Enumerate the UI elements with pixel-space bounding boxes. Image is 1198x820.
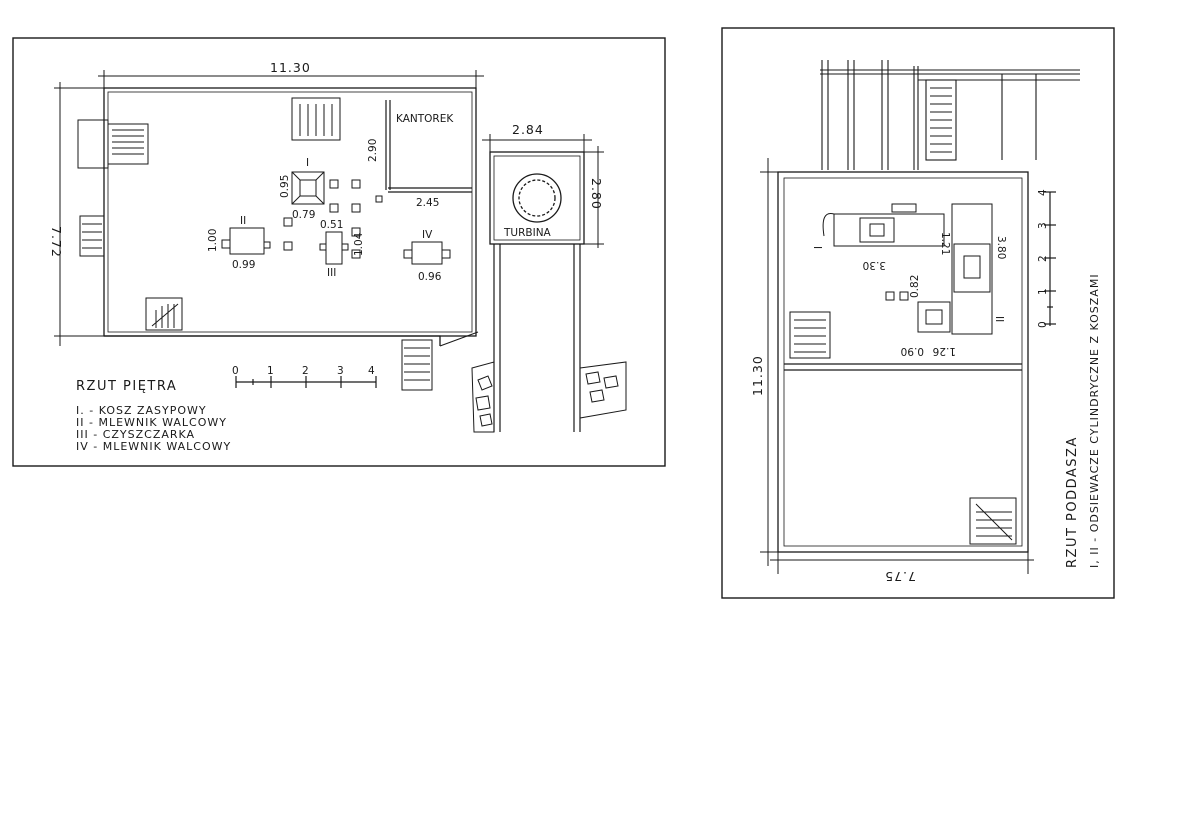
turbine-depth-label: 2.80 [589, 178, 604, 210]
overall-depth-label: 7.72 [49, 226, 64, 258]
attic-stairwell-upper [789, 311, 831, 359]
machine-ii-dim-a: 1.00 [207, 229, 219, 252]
machine-iii-numeral: III [327, 267, 336, 279]
sifter-ii-dim-d: 0.82 [909, 275, 921, 298]
office-label: KANTOREK [396, 113, 454, 125]
machine-iv-numeral: IV [422, 229, 433, 241]
legend-item-1: I. - KOSZ ZASYPOWY [76, 404, 207, 417]
legend-item-2: II - MLEWNIK WALCOWY [76, 416, 227, 429]
machine-i-dim-a: 0.95 [279, 175, 291, 198]
legend-item-4: IV - MLEWNIK WALCOWY [76, 440, 231, 453]
scale-bar-right [1044, 191, 1056, 326]
attic-stairwell-lower [969, 497, 1017, 545]
machine-i-numeral: I [306, 157, 309, 169]
sifter-i [822, 203, 945, 247]
width-dimension [98, 70, 484, 88]
scale-tick-3: 3 [337, 365, 344, 377]
legend-item-3: III - CZYSZCZARKA [76, 428, 195, 441]
turbine-house [482, 134, 604, 248]
sheet-border-left [12, 37, 666, 467]
first-floor-plan: 11.30 7.72 [12, 37, 666, 467]
lower-stairwell [145, 297, 183, 331]
sifter-i-numeral: I [811, 246, 823, 249]
machine-ii-dim-b: 0.99 [232, 259, 255, 271]
sifter-ii-numeral: II [993, 316, 1005, 322]
scale-tick-1: 1 [267, 365, 274, 377]
attic-width-label: 7.75 [884, 569, 916, 584]
stone-masonry [471, 361, 627, 433]
depth-dimension [54, 82, 104, 346]
machine-iii-dim-b: 1.04 [353, 232, 365, 256]
attic-scale-tick-2: 2 [1037, 255, 1049, 262]
machine-iv [403, 241, 451, 265]
attic-scale-tick-0: 0 [1037, 321, 1049, 328]
sifter-i-dim-b: 1.21 [939, 232, 951, 255]
attic-scale-tick-3: 3 [1037, 222, 1049, 229]
machine-ii-numeral: II [240, 215, 246, 227]
sheet-border-right [721, 27, 1115, 599]
turbine-width-label: 2.84 [512, 122, 544, 137]
water-channel [493, 244, 581, 432]
office-width-label: 2.45 [416, 197, 439, 209]
machine-i [291, 171, 325, 205]
scale-tick-2: 2 [302, 365, 309, 377]
roof-framing [820, 60, 1080, 170]
entrance-stairs [77, 119, 149, 257]
outside-stairs [401, 331, 479, 391]
machine-i-dim-b: 0.79 [292, 209, 315, 221]
attic-plan-subtitle: I, II - ODSIEWACZE CYLINDRYCZNE Z KOSZAM… [1088, 273, 1101, 568]
attic-length-label: 11.30 [750, 355, 765, 396]
sifter-ii [885, 203, 993, 335]
floor-plan-title: RZUT PIĘTRA [76, 379, 177, 394]
machine-iii-dim-a: 0.51 [320, 219, 343, 231]
upper-stairwell [291, 97, 341, 141]
scale-tick-4: 4 [368, 365, 375, 377]
scale-tick-0: 0 [232, 365, 239, 377]
attic-plan-title: RZUT PODDASZA [1065, 436, 1080, 568]
attic-plan: 11.30 7.75 I 3.30 [721, 27, 1115, 599]
attic-scale-tick-4: 4 [1037, 189, 1049, 196]
attic-scale-tick-1: 1 [1037, 288, 1049, 295]
scale-bar-left [235, 376, 377, 388]
machine-ii [221, 227, 271, 255]
sifter-ii-dim-a: 3.80 [995, 236, 1007, 259]
office-partition [385, 100, 472, 193]
width-dimension-attic [770, 552, 1034, 574]
sifter-i-dim-a: 3.30 [863, 259, 886, 271]
sifter-ii-dim-c: 0.90 [901, 345, 924, 357]
office-wall-length-label: 2.90 [367, 139, 379, 162]
length-dimension [760, 158, 778, 566]
turbine-label: TURBINA [503, 227, 552, 239]
building-walls [103, 87, 477, 346]
machine-iii [319, 231, 349, 265]
machine-iv-dim-a: 0.96 [418, 271, 442, 283]
attic-walls [777, 171, 1029, 553]
sifter-ii-dim-b: 1.26 [932, 345, 956, 357]
overall-width-label: 11.30 [270, 60, 311, 75]
columns [283, 179, 383, 259]
